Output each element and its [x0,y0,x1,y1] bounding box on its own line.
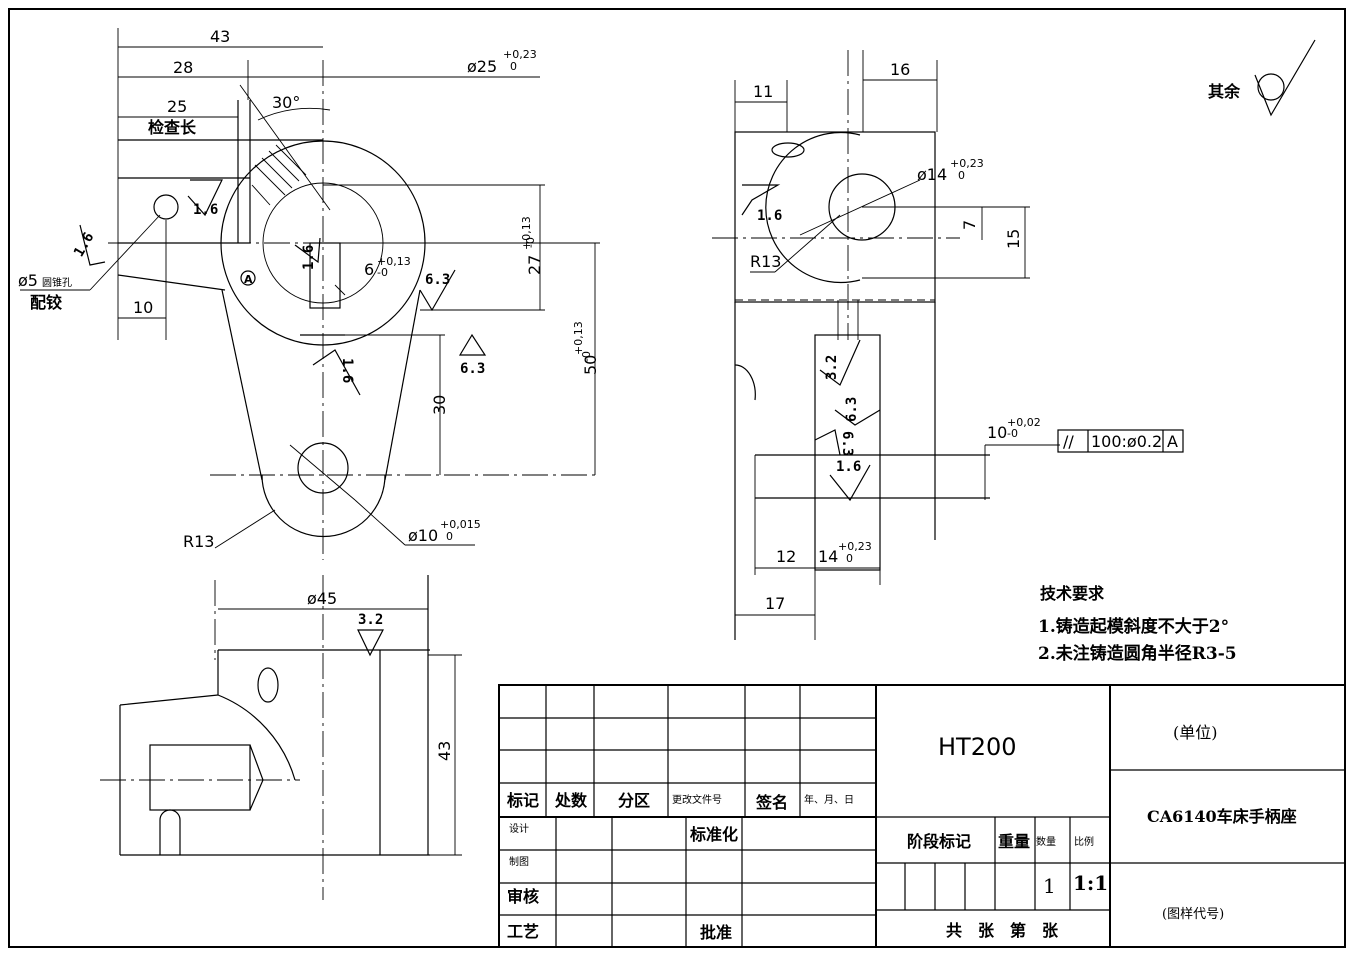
dim-dia25-tol-bot: 0 [510,60,517,73]
dim-30: 30 [430,395,449,415]
roughness-side-6-3-a: 6.3 [844,397,860,422]
dim-dia25-tol-top: +0,23 [503,48,537,61]
dim-10-tol-bot: -0 [1007,427,1018,440]
roughness-rest-label: 其余 [1208,82,1241,101]
dim-16: 16 [890,60,910,79]
check-length-label: 检查长 [148,118,197,137]
tb-review: 审核 [507,887,539,906]
dim-10-side: 10 [987,423,1007,442]
dim-dia10-tol-top: +0,015 [440,518,481,531]
roughness-side-6-3-b: 6.3 [839,431,855,456]
roughness-6-3-b: 6.3 [460,361,485,377]
ream-label: 配铰 [30,293,62,312]
tb-stage-mark: 阶段标记 [907,832,971,851]
roughness-1-6-a: 1.6 [193,202,218,218]
dim-dia45: ø45 [307,589,337,608]
material: HT200 [938,733,1017,761]
roughness-side-1-6: 1.6 [757,208,782,224]
dim-dia14-tol-top: +0,23 [950,157,984,170]
dim-6: 6 [364,260,374,279]
dim-17: 17 [765,594,785,613]
dim-11: 11 [753,82,773,101]
tb-change-doc: 更改文件号 [672,793,722,806]
dim-dia25: ø25 [467,57,497,76]
roughness-side-3-2: 3.2 [824,355,840,380]
tb-approve: 批准 [700,923,732,942]
tb-date: 年、月、日 [804,793,854,806]
dim-14-tol-bot: 0 [846,552,853,565]
dim-angle30: 30° [272,93,300,112]
tb-mark: 标记 [506,791,539,810]
dim-43: 43 [210,27,230,46]
dim-dia10-tol-bot: 0 [446,530,453,543]
tb-quantity-label: 数量 [1036,835,1056,848]
dim-r13-front: R13 [183,532,214,551]
tb-design: 设计 [509,822,529,835]
dim-7: 7 [960,220,979,230]
tb-count: 处数 [554,791,588,810]
fcf-datum: A [1167,432,1178,451]
dim-dia14: ø14 [917,165,947,184]
tech-req-title: 技术要求 [1040,584,1105,603]
roughness-side-1-6-b: 1.6 [836,459,861,475]
dim-28: 28 [173,58,193,77]
sheet-border [8,8,1346,948]
tb-drawing: 制图 [509,855,529,868]
fcf-parallel-symbol: // [1063,432,1074,451]
roughness-1-6-d: 1.6 [339,358,355,383]
roughness-1-6-b: 1.6 [71,230,98,260]
dim-12: 12 [776,547,796,566]
tb-weight: 重量 [998,832,1030,851]
dim-dia14-tol-bot: 0 [958,169,965,182]
dim-25: 25 [167,97,187,116]
tb-signature: 签名 [755,793,788,812]
dim-15: 15 [1004,229,1023,249]
drawing-code: (图样代号) [1162,907,1224,922]
roughness-rest-symbol [1254,39,1316,117]
tb-zone: 分区 [618,791,650,810]
dia5-note: 圆锥孔 [42,277,72,289]
tech-req-item-1: 1.铸造起模斜度不大于2° [1038,616,1229,637]
dim-6-tol-top: +0,13 [377,255,411,268]
dim-dia5: ø5 [18,271,38,290]
dim-6-tol-bot: -0 [377,266,388,279]
dim-50-tol: +0,13 [572,321,585,355]
roughness-top-3-2: 3.2 [358,612,383,628]
dim-27-tol-bot: -0 [524,237,537,248]
dim-50-tol-bot: -0 [580,351,593,362]
tech-req-item-2: 2.未注铸造圆角半径R3-5 [1038,643,1237,664]
dim-r13-side: R13 [750,252,781,271]
title-block [498,684,1346,948]
dim-14: 14 [818,547,838,566]
dim-43-top: 43 [435,741,454,761]
front-view [20,28,600,560]
tb-scale-label: 比例 [1074,835,1094,848]
dim-dia10: ø10 [408,526,438,545]
dim-27-tol: +0,13 [520,216,533,250]
part-name: CA6140车床手柄座 [1147,807,1297,826]
tb-scale: 1:1 [1073,871,1108,895]
dim-50: 50 [581,355,600,375]
roughness-1-6-c: 1.6 [301,245,317,270]
tb-quantity: 1 [1043,874,1056,898]
top-view [100,575,462,900]
dim-27: 27 [525,255,544,275]
tb-standardize: 标准化 [689,825,738,844]
dim-10-tol-top: +0,02 [1007,416,1041,429]
roughness-6-3-a: 6.3 [425,272,450,288]
fcf-tolerance-value: 100:ø0.2 [1091,432,1162,451]
dim-14-tol-top: +0,23 [838,540,872,553]
datum-a-label: A [244,273,253,286]
tb-sheets: 共 张 第 张 [946,921,1059,940]
tb-process: 工艺 [507,922,539,941]
unit: (单位) [1173,723,1218,742]
dim-10-left: 10 [133,298,153,317]
side-view [712,50,1184,640]
